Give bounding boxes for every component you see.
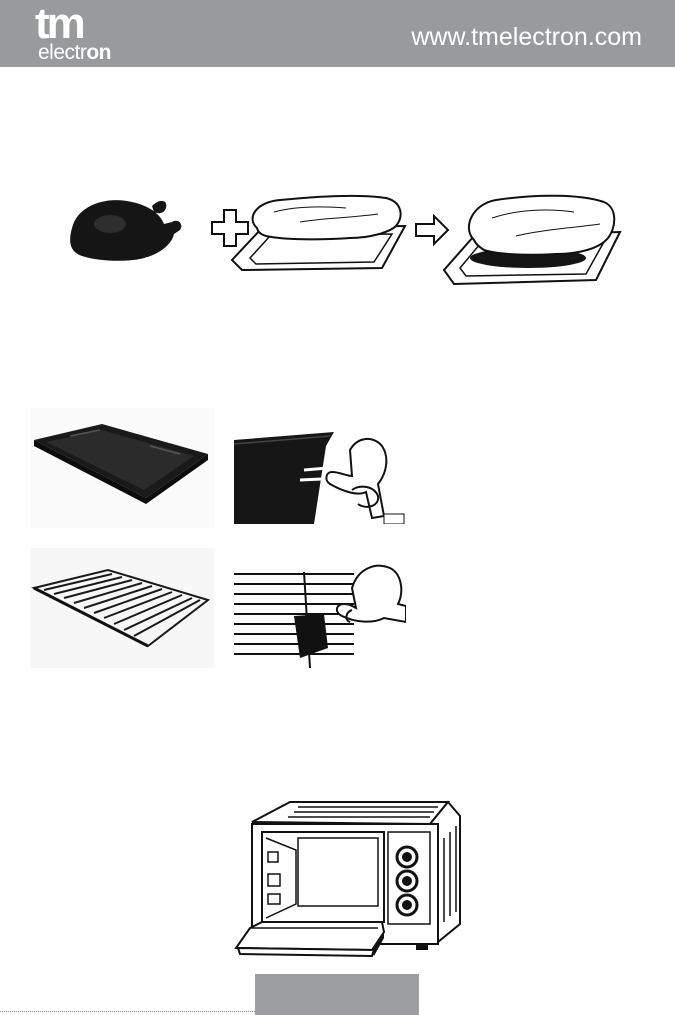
oven-illustration — [232, 798, 472, 958]
logo-mark: tm — [35, 2, 83, 46]
logo-word-suffix: on — [86, 41, 111, 64]
website-url: www.tmelectron.com — [411, 22, 642, 52]
page-header: tm electron www.tmelectron.com — [0, 0, 675, 67]
roasting-instructions-figure — [60, 188, 625, 288]
tray-handling-image — [234, 406, 406, 524]
chicken-icon — [70, 200, 181, 261]
brand-logo: tm electron — [35, 6, 135, 64]
control-knobs — [397, 847, 417, 915]
tray-with-foil-illustration — [232, 196, 405, 270]
covered-chicken-illustration — [444, 196, 620, 284]
arrow-right-icon — [416, 216, 448, 244]
logo-wordmark: electron — [38, 42, 111, 64]
page-number-tab — [255, 974, 419, 1015]
logo-word-prefix: electr — [38, 41, 86, 64]
rack-handling-image — [234, 562, 406, 668]
baking-tray-image — [30, 408, 214, 528]
footer-rule — [0, 1011, 255, 1012]
plus-icon — [212, 210, 248, 246]
wire-rack-image — [30, 548, 214, 668]
